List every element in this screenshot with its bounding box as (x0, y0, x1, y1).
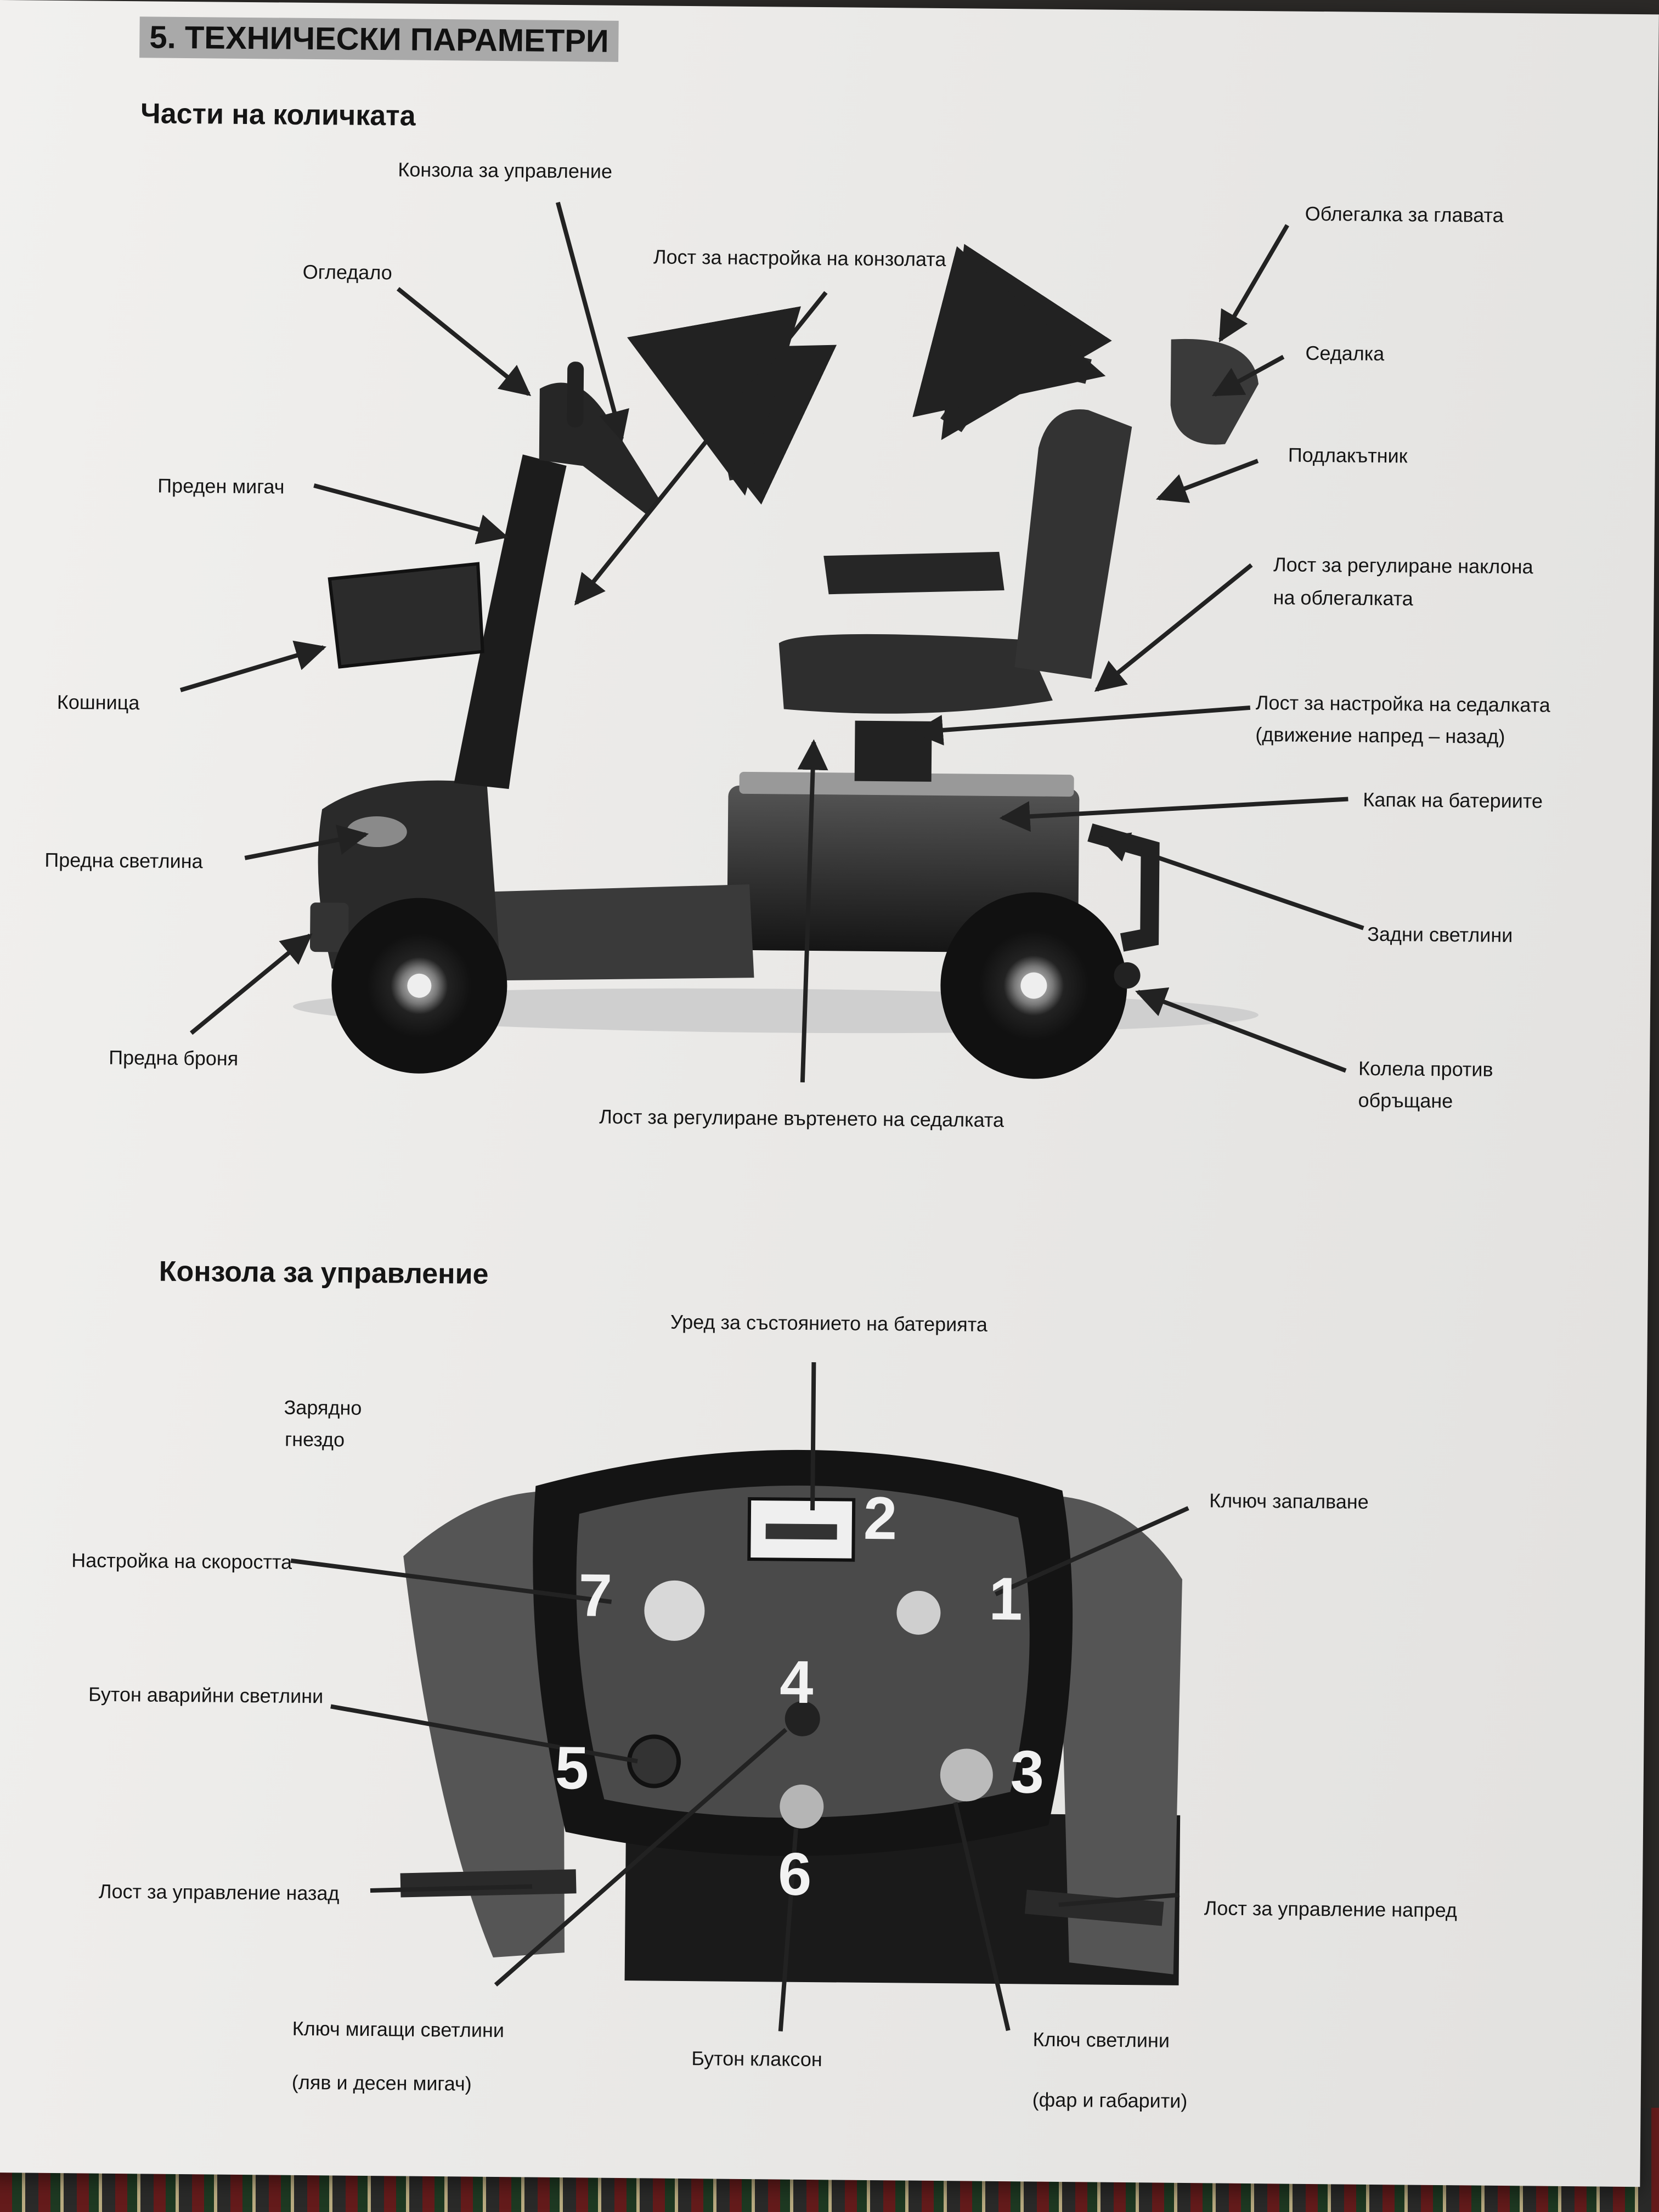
label-front-light: Предна светлина (44, 848, 203, 873)
console-heading: Конзола за управление (159, 1255, 489, 1290)
label-control-console: Конзола за управление (398, 158, 613, 183)
right-basket-mesh (1057, 1496, 1182, 1974)
label-backrest-lever-line2: на облегалката (1273, 586, 1413, 610)
headrest-shape (1170, 338, 1259, 445)
left-basket-mesh (403, 1491, 565, 1957)
label-charging-socket-line1: Зарядно (284, 1396, 362, 1419)
ignition-key-shape (896, 1590, 941, 1635)
label-armrest: Подлакътник (1288, 443, 1408, 467)
console-number-2: 2 (863, 1484, 898, 1553)
label-seat: Седалка (1305, 341, 1385, 365)
rear-wheel (940, 892, 1127, 1079)
label-rear-lights: Задни светлини (1367, 922, 1513, 947)
label-front-bumper: Предна броня (109, 1046, 239, 1070)
label-backrest-lever-line1: Лост за регулиране наклона (1273, 553, 1533, 578)
console-number-7: 7 (578, 1561, 613, 1629)
indicator-switch-shape (785, 1701, 820, 1736)
label-lights-switch-line1: Ключ светлини (1032, 2028, 1170, 2052)
label-horn-button: Бутон клаксон (691, 2047, 822, 2071)
lights-switch-shape (940, 1748, 993, 1802)
seat-cushion (778, 634, 1053, 714)
label-lights-switch-line2: (фар и габарити) (1032, 2088, 1188, 2113)
label-speed-setting: Настройка на скоростта (71, 1549, 292, 1573)
label-basket: Кошница (57, 690, 140, 714)
console-number-4: 4 (779, 1648, 814, 1717)
floorboard (453, 884, 754, 981)
mirror-shape (567, 362, 584, 428)
label-mirror: Огледало (302, 260, 392, 284)
label-hazard-button: Бутон аварийни светлини (88, 1683, 324, 1708)
armrest-shape (823, 551, 1005, 595)
label-charging-socket-line2: гнездо (284, 1427, 345, 1451)
console-panel (576, 1485, 1030, 1818)
steering-column (454, 454, 567, 789)
forward-lever-shape (1024, 1889, 1164, 1926)
label-seat-slide-lever-line2: (движение напред – назад) (1255, 723, 1505, 748)
label-console-adjust-lever: Лост за настройка на конзолата (653, 245, 946, 271)
label-seat-slide-lever-line1: Лост за настройка на седалката (1255, 691, 1550, 716)
reverse-lever-shape (400, 1869, 577, 1898)
label-indicator-switch-line1: Ключ мигащи светлини (292, 2017, 505, 2042)
label-forward-lever: Лост за управление напред (1204, 1897, 1458, 1922)
console-adjust-arrow (627, 306, 837, 505)
label-battery-gauge: Уред за състоянието на батерията (670, 1310, 988, 1336)
front-wheel (331, 898, 507, 1074)
anti-tip-wheel (1114, 962, 1141, 989)
seat-backrest (1014, 409, 1132, 679)
battery-cover-shape (739, 771, 1074, 797)
scooter-parts-heading: Части на количката (140, 98, 416, 132)
backrest-adjust-arrow (912, 244, 1112, 441)
label-reverse-lever: Лост за управление назад (98, 1880, 340, 1905)
console-number-6: 6 (777, 1840, 812, 1909)
basket-shape (328, 562, 484, 669)
label-seat-rotation-lever: Лост за регулиране въртенето на седалкат… (599, 1105, 1005, 1132)
label-battery-cover: Капак на батериите (1363, 788, 1543, 812)
speed-dial-shape (644, 1580, 705, 1641)
label-front-indicator: Преден мигач (157, 474, 285, 498)
console-number-5: 5 (555, 1734, 589, 1802)
label-headrest: Облегалка за главата (1305, 202, 1504, 227)
label-anti-tip-line2: обръщане (1358, 1088, 1453, 1113)
console-number-1: 1 (989, 1565, 1023, 1633)
label-anti-tip-line1: Колела против (1358, 1057, 1493, 1081)
label-ignition-key: Клчюч запалване (1209, 1489, 1369, 1513)
console-number-3: 3 (1010, 1738, 1045, 1806)
label-indicator-switch-line2: (ляв и десен мигач) (291, 2070, 472, 2095)
horn-button-shape (780, 1784, 824, 1829)
front-bumper-shape (309, 902, 349, 952)
